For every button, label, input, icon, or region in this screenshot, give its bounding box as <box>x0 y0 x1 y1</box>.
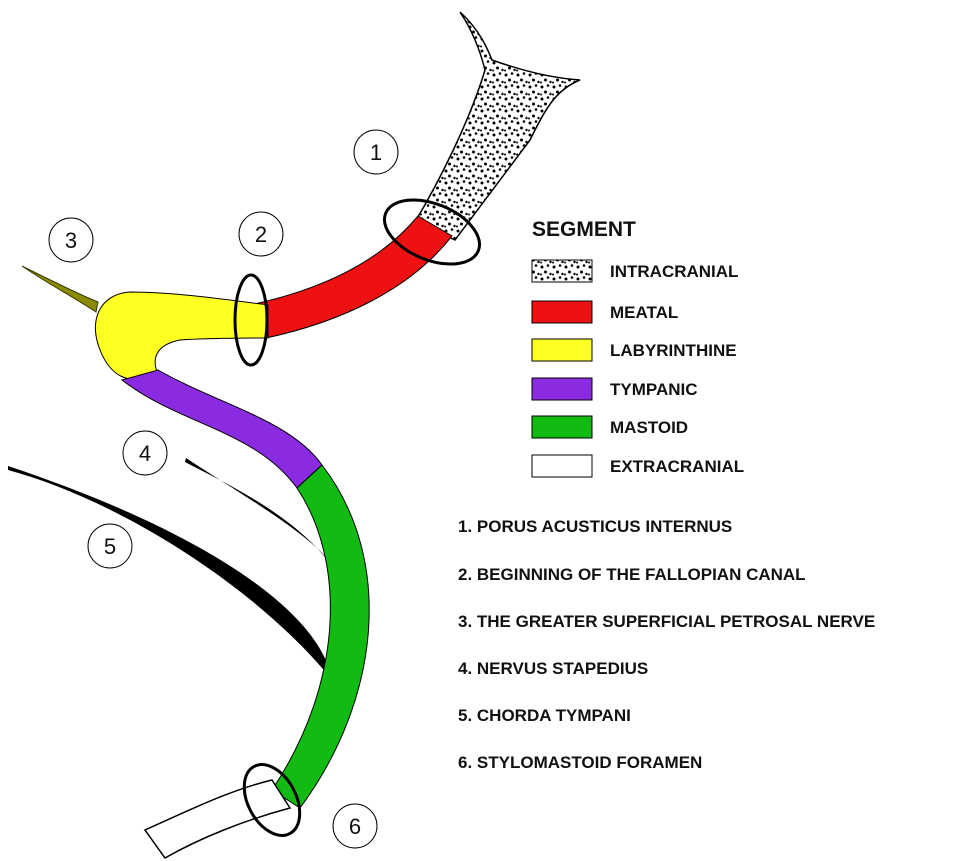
svg-text:4: 4 <box>139 441 151 466</box>
callout-3: 3 <box>49 218 93 262</box>
legend-item-labyrinthine: LABYRINTHINE <box>532 339 737 361</box>
notes-list: 1. PORUS ACUSTICUS INTERNUS 2. BEGINNING… <box>458 517 875 772</box>
callout-1: 1 <box>354 130 398 174</box>
svg-text:3: 3 <box>65 228 77 253</box>
note-item: 3. THE GREATER SUPERFICIAL PETROSAL NERV… <box>458 612 875 631</box>
callout-4: 4 <box>123 431 167 475</box>
legend-item-tympanic: TYMPANIC <box>532 378 698 400</box>
note-item: 4. NERVUS STAPEDIUS <box>458 659 648 678</box>
legend-item-intracranial: INTRACRANIAL <box>532 260 738 282</box>
callout-2: 2 <box>239 212 283 256</box>
extracranial-segment <box>145 780 290 858</box>
legend-swatch <box>532 378 592 400</box>
callout-5: 5 <box>88 524 132 568</box>
note-item: 1. PORUS ACUSTICUS INTERNUS <box>458 517 732 536</box>
legend-item-meatal: MEATAL <box>532 301 678 323</box>
chorda-tympani <box>8 466 332 680</box>
labyrinthine-segment <box>95 292 268 380</box>
greater-superficial-petrosal-nerve <box>22 266 98 312</box>
legend-label: INTRACRANIAL <box>610 262 738 281</box>
note-item: 6. STYLOMASTOID FORAMEN <box>458 753 702 772</box>
legend-label: TYMPANIC <box>610 380 698 399</box>
segment-legend: SEGMENT INTRACRANIAL MEATAL LABYRINTHINE… <box>532 218 744 477</box>
legend-swatch <box>532 260 592 282</box>
legend-item-mastoid: MASTOID <box>532 416 688 438</box>
legend-swatch <box>532 416 592 438</box>
legend-swatch <box>532 455 592 477</box>
mastoid-segment <box>272 465 369 808</box>
legend-label: MASTOID <box>610 418 688 437</box>
note-item: 5. CHORDA TYMPANI <box>458 706 631 725</box>
svg-text:6: 6 <box>349 814 361 839</box>
legend-swatch <box>532 339 592 361</box>
note-item: 2. BEGINNING OF THE FALLOPIAN CANAL <box>458 565 806 584</box>
callout-6: 6 <box>333 804 377 848</box>
legend-title: SEGMENT <box>532 218 636 241</box>
legend-item-extracranial: EXTRACRANIAL <box>532 455 744 477</box>
legend-label: EXTRACRANIAL <box>610 457 744 476</box>
svg-text:1: 1 <box>370 140 382 165</box>
legend-swatch <box>532 301 592 323</box>
legend-label: LABYRINTHINE <box>610 341 737 360</box>
svg-text:5: 5 <box>104 534 116 559</box>
legend-label: MEATAL <box>610 303 678 322</box>
svg-text:2: 2 <box>255 222 267 247</box>
